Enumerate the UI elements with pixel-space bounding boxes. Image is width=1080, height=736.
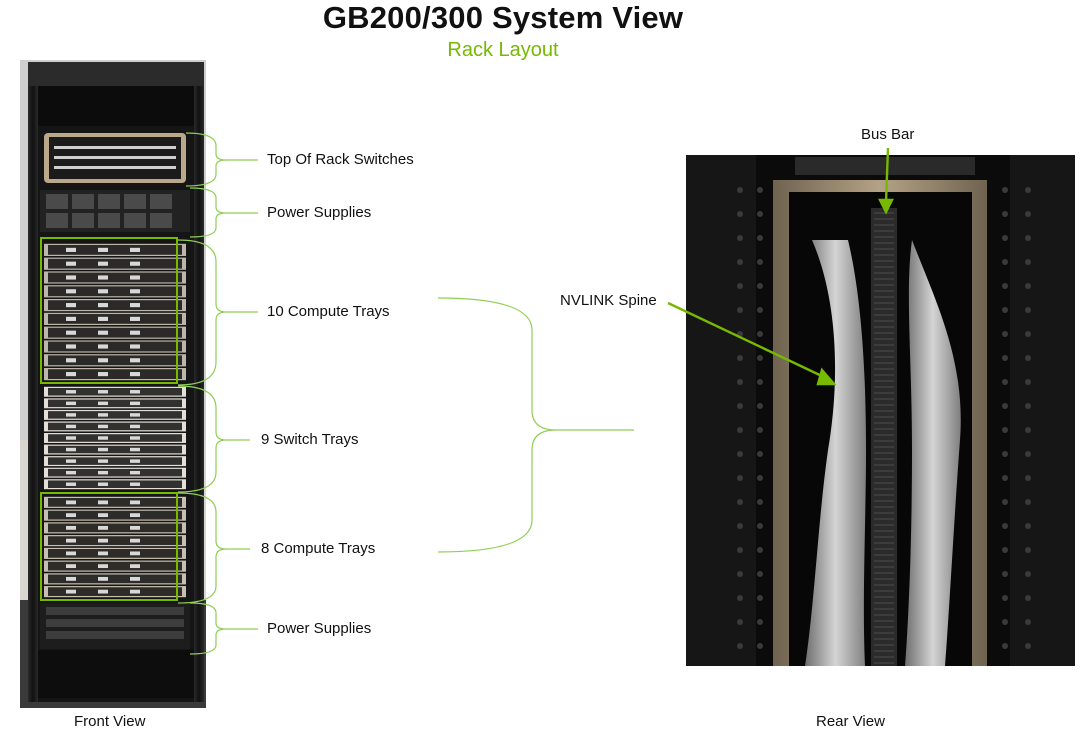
page-title: GB200/300 System View [322,0,684,35]
brace-compute-to-rear [437,297,634,553]
bus-bar-arrow [884,147,890,203]
bracket-switch-9 [177,385,250,493]
nvlink-spine-arrow [667,301,827,380]
label-8-compute-trays: 8 Compute Trays [261,540,376,557]
bracket-power-top [189,187,258,238]
label-power-supplies-bottom: Power Supplies [267,620,372,637]
label-9-switch-trays: 9 Switch Trays [261,431,359,448]
label-power-supplies-top: Power Supplies [267,204,372,221]
label-top-of-rack-switches: Top Of Rack Switches [267,151,414,168]
caption-front-view: Front View [74,713,146,730]
caption-rear-view: Rear View [816,713,885,730]
label-10-compute-trays: 10 Compute Trays [267,303,390,320]
bracket-power-bottom [189,602,258,655]
page-subtitle: Rack Layout [447,39,559,61]
bracket-compute-8 [177,492,250,604]
label-nvlink-spine: NVLINK Spine [560,292,657,309]
label-bus-bar: Bus Bar [861,126,915,143]
bracket-top-of-rack [185,132,258,187]
bracket-compute-10 [177,239,258,386]
